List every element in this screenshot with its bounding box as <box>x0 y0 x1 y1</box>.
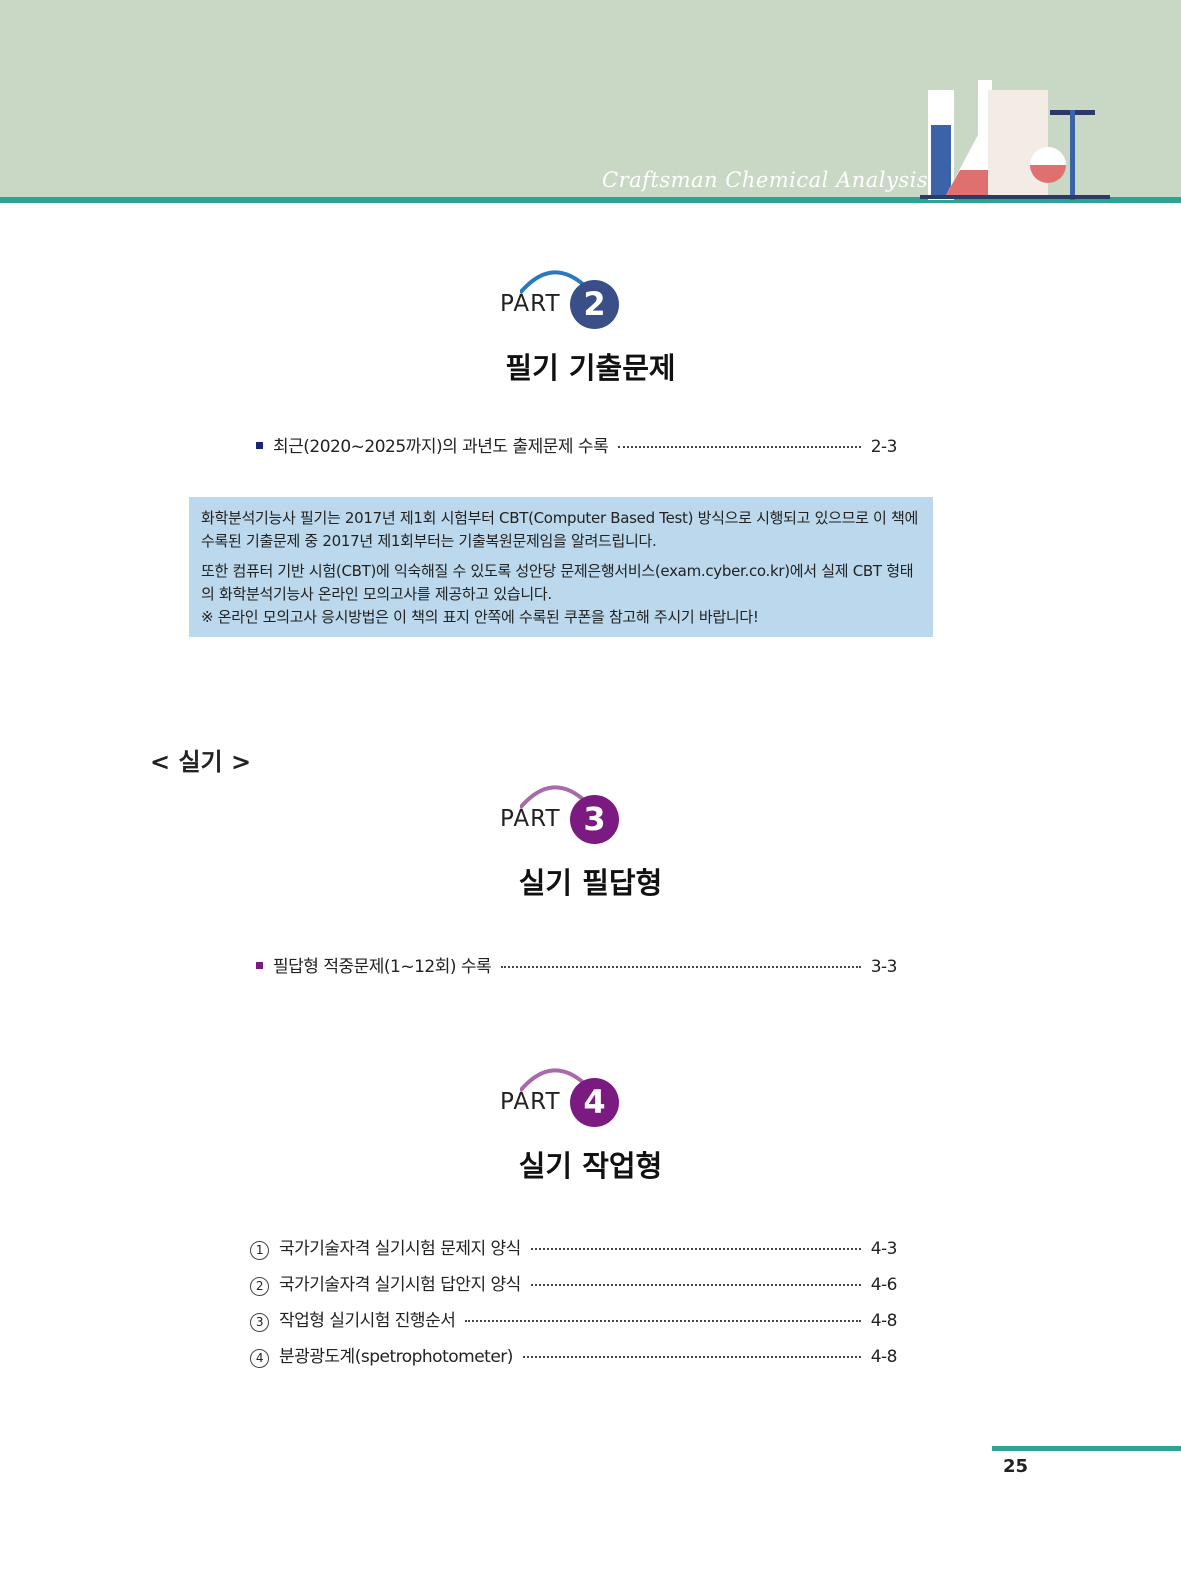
circled-number-icon: 3 <box>250 1313 269 1332</box>
toc-text: 최근(2020~2025까지)의 과년도 출제문제 수록 <box>273 437 609 457</box>
toc-page: 3-3 <box>870 957 898 977</box>
part4-title: 실기 작업형 <box>518 1149 663 1183</box>
lab-illustration-icon <box>920 80 1110 200</box>
part3-badge: PART 3 <box>0 780 1181 870</box>
circled-number-icon: 1 <box>250 1241 269 1260</box>
toc-text: 필답형 적중문제(1~12회) 수록 <box>273 957 492 977</box>
circled-number-icon: 2 <box>250 1277 269 1296</box>
cbt-notice-box: 화학분석기능사 필기는 2017년 제1회 시험부터 CBT(Computer … <box>189 497 933 637</box>
toc-entry[interactable]: 4 분광광도계(spetrophotometer) 4-8 <box>250 1342 898 1368</box>
part-label: PART <box>500 806 561 832</box>
toc-text: 작업형 실기시험 진행순서 <box>279 1311 456 1331</box>
notice-text: ※ 온라인 모의고사 응시방법은 이 책의 표지 안쪽에 수록된 쿠폰을 참고해… <box>201 608 759 626</box>
footer-divider <box>992 1446 1181 1451</box>
toc-text: 국가기술자격 실기시험 답안지 양식 <box>279 1275 521 1295</box>
toc-entry[interactable]: 필답형 적중문제(1~12회) 수록 3-3 <box>256 952 898 977</box>
toc-page: 2-3 <box>870 437 898 457</box>
section-heading: < 실기 > <box>150 748 252 776</box>
notice-text: 또한 컴퓨터 기반 시험(CBT)에 익숙해질 수 있도록 성안당 문제은행서비… <box>201 562 914 603</box>
notice-text: 화학분석기능사 필기는 2017년 제1회 시험부터 CBT(Computer … <box>201 509 919 550</box>
toc-page: 4-6 <box>870 1275 898 1295</box>
toc-entry[interactable]: 3 작업형 실기시험 진행순서 4-8 <box>250 1306 898 1332</box>
book-subtitle: Craftsman Chemical Analysis <box>602 168 929 192</box>
toc-page: 4-3 <box>870 1239 898 1259</box>
toc-text: 국가기술자격 실기시험 문제지 양식 <box>279 1239 521 1259</box>
circled-number-icon: 4 <box>250 1349 269 1368</box>
part2-title: 필기 기출문제 <box>505 351 676 385</box>
part-label: PART <box>500 1089 561 1115</box>
toc-entry[interactable]: 2 국가기술자격 실기시험 답안지 양식 4-6 <box>250 1270 898 1296</box>
square-bullet-icon <box>256 442 263 449</box>
part4-badge: PART 4 <box>0 1063 1181 1153</box>
part3-title: 실기 필답형 <box>518 866 663 900</box>
toc-page: 4-8 <box>870 1311 898 1331</box>
page-number: 25 <box>1003 1456 1029 1477</box>
part-label: PART <box>500 291 561 317</box>
square-bullet-icon <box>256 962 263 969</box>
part2-badge: PART 2 <box>0 265 1181 355</box>
part-number: 4 <box>570 1078 619 1127</box>
toc-entry[interactable]: 1 국가기술자격 실기시험 문제지 양식 4-3 <box>250 1234 898 1260</box>
toc-entry[interactable]: 최근(2020~2025까지)의 과년도 출제문제 수록 2-3 <box>256 432 898 457</box>
part-number: 3 <box>570 795 619 844</box>
toc-page: 4-8 <box>870 1347 898 1367</box>
part-number: 2 <box>570 280 619 329</box>
toc-text: 분광광도계(spetrophotometer) <box>279 1347 513 1367</box>
header-divider <box>0 197 1181 203</box>
